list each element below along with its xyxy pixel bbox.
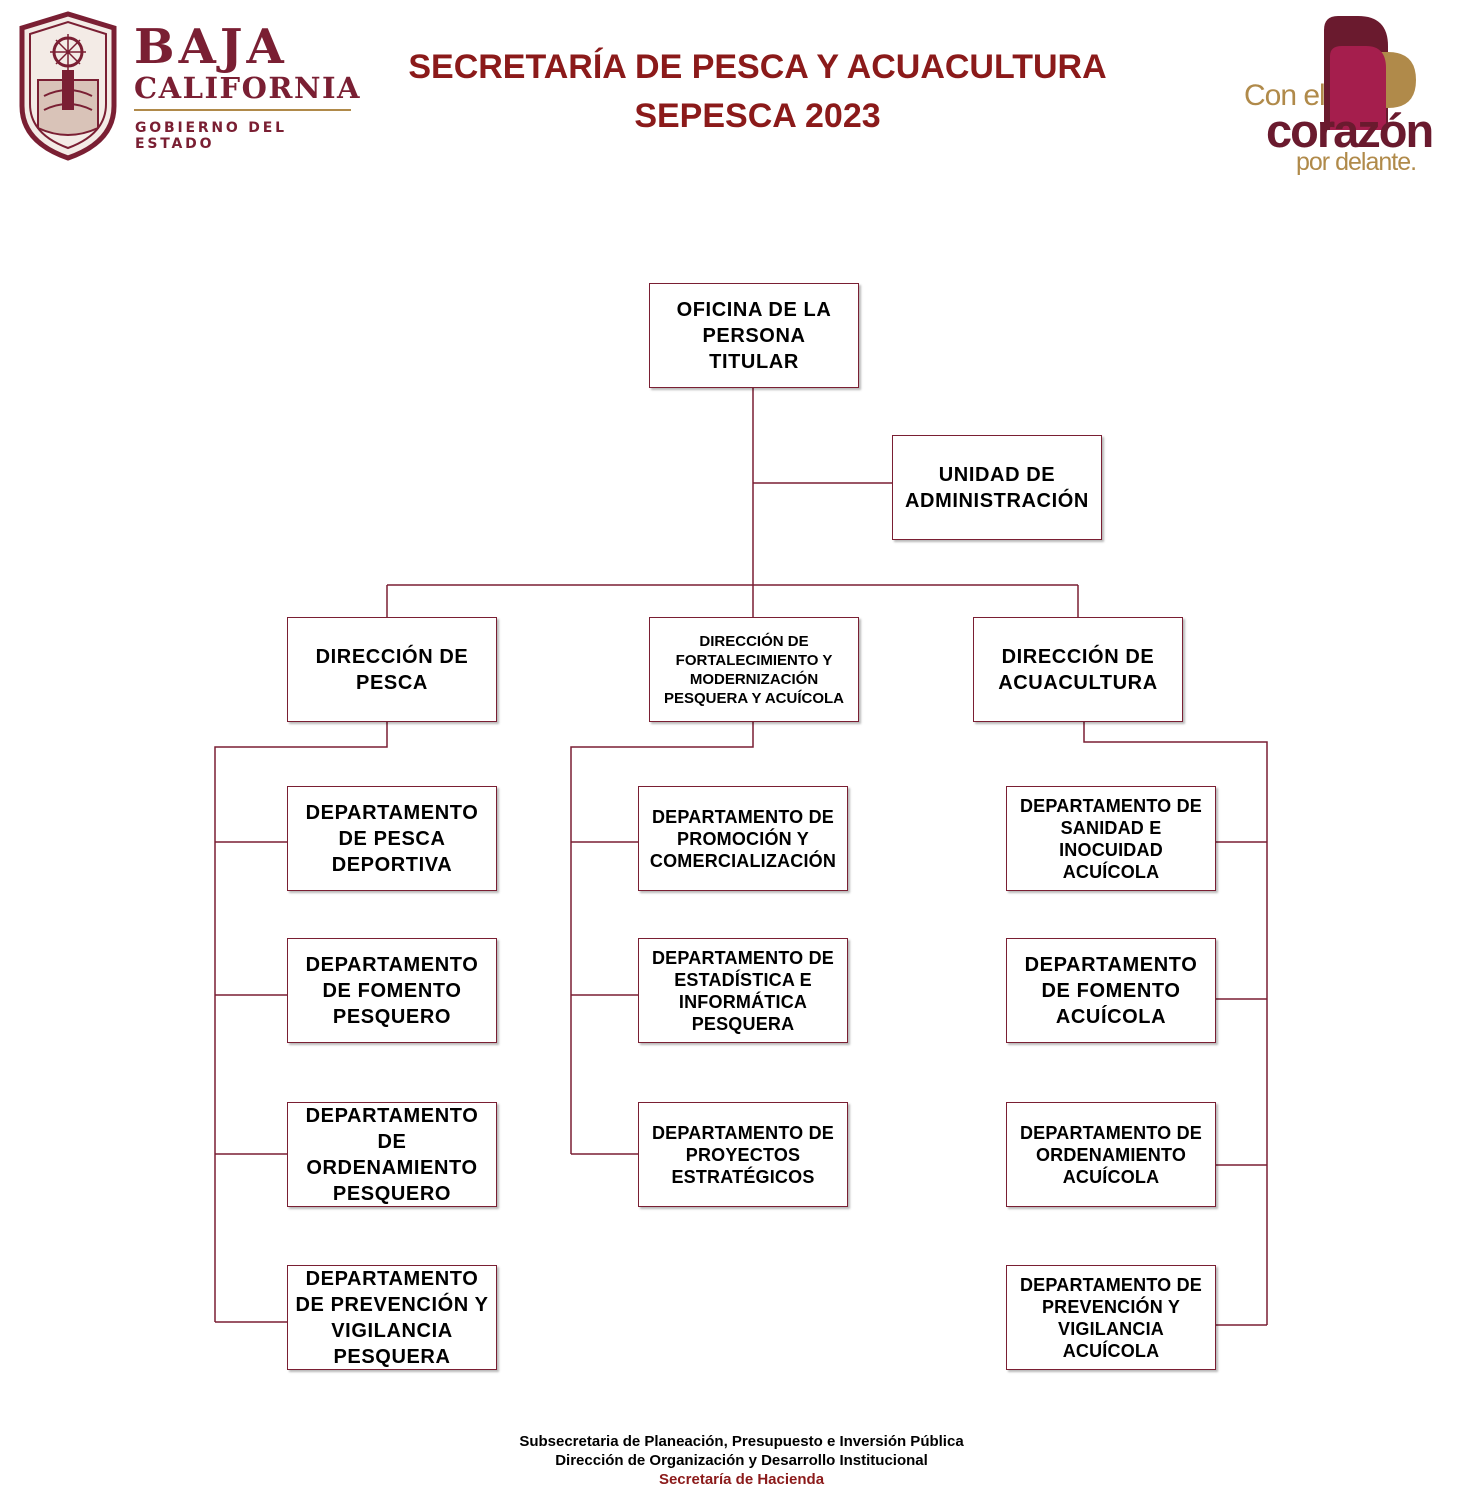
pesca-group-line — [214, 722, 388, 1322]
box-depto-fomento-acuicola-label: DEPARTAMENTO DE FOMENTO ACUÍCOLA — [1024, 953, 1198, 1028]
box-direccion-pesca: DIRECCIÓN DE PESCA — [287, 617, 497, 722]
box-depto-sanidad-inocuidad-label: DEPARTAMENTO DE SANIDAD E INOCUIDAD ACUÍ… — [1019, 795, 1202, 882]
box-unidad-administracion-label: UNIDAD DE ADMINISTRACIÓN — [905, 463, 1089, 512]
box-depto-estadistica-informatica-label: DEPARTAMENTO DE ESTADÍSTICA E INFORMÁTIC… — [651, 947, 834, 1034]
box-depto-ordenamiento-pesquero: DEPARTAMENTO DE ORDENAMIENTO PESQUERO — [287, 1102, 497, 1207]
footer-direccion: Dirección de Organización y Desarrollo I… — [555, 1452, 928, 1469]
box-depto-pesca-deportiva-label: DEPARTAMENTO DE PESCA DEPORTIVA — [305, 801, 479, 876]
con-el-corazon-logo: Con el corazón por delante. — [1238, 12, 1478, 184]
footer-subsecretaria: Subsecretaria de Planeación, Presupuesto… — [519, 1433, 964, 1450]
box-depto-estadistica-informatica: DEPARTAMENTO DE ESTADÍSTICA E INFORMÁTIC… — [638, 938, 848, 1043]
logo-california: CALIFORNIA — [134, 71, 362, 105]
box-depto-promocion-comercializacion-label: DEPARTAMENTO DE PROMOCIÓN Y COMERCIALIZA… — [649, 806, 837, 871]
footer-secretaria: Secretaría de Hacienda — [658, 1471, 825, 1488]
acuacultura-group-line — [1083, 722, 1268, 1325]
box-direccion-acuacultura: DIRECCIÓN DE ACUACULTURA — [973, 617, 1183, 722]
box-titular-label: OFICINA DE LA PERSONA TITULAR — [676, 298, 832, 373]
box-direccion-acuacultura-label: DIRECCIÓN DE ACUACULTURA — [998, 645, 1158, 694]
box-titular: OFICINA DE LA PERSONA TITULAR — [649, 283, 859, 388]
page-subtitle: SEPESCA 2023 — [634, 97, 881, 135]
box-depto-ordenamiento-acuicola: DEPARTAMENTO DE ORDENAMIENTO ACUÍCOLA — [1006, 1102, 1216, 1207]
box-depto-sanidad-inocuidad: DEPARTAMENTO DE SANIDAD E INOCUIDAD ACUÍ… — [1006, 786, 1216, 891]
state-coat-of-arms-icon — [19, 11, 117, 161]
logo-baja: BAJA — [134, 19, 288, 75]
box-direccion-fortalecimiento: DIRECCIÓN DE FORTALECIMIENTO Y MODERNIZA… — [649, 617, 859, 722]
box-depto-prevencion-vigilancia-pesquera: DEPARTAMENTO DE PREVENCIÓN Y VIGILANCIA … — [287, 1265, 497, 1370]
logo-gobierno: GOBIERNO DEL ESTADO — [135, 120, 287, 152]
box-direccion-pesca-label: DIRECCIÓN DE PESCA — [315, 645, 469, 694]
box-unidad-administracion: UNIDAD DE ADMINISTRACIÓN — [892, 435, 1102, 540]
logo-con-el: Con el — [1244, 79, 1326, 112]
box-depto-prevencion-vigilancia-pesquera-label: DEPARTAMENTO DE PREVENCIÓN Y VIGILANCIA … — [295, 1267, 489, 1368]
box-depto-fomento-acuicola: DEPARTAMENTO DE FOMENTO ACUÍCOLA — [1006, 938, 1216, 1043]
box-depto-proyectos-estrategicos: DEPARTAMENTO DE PROYECTOS ESTRATÉGICOS — [638, 1102, 848, 1207]
box-depto-prevencion-vigilancia-acuicola-label: DEPARTAMENTO DE PREVENCIÓN Y VIGILANCIA … — [1019, 1274, 1202, 1361]
box-depto-proyectos-estrategicos-label: DEPARTAMENTO DE PROYECTOS ESTRATÉGICOS — [651, 1122, 834, 1187]
logo-divider — [134, 109, 351, 111]
heart-shapes-icon — [1324, 16, 1416, 130]
box-depto-pesca-deportiva: DEPARTAMENTO DE PESCA DEPORTIVA — [287, 786, 497, 891]
box-depto-prevencion-vigilancia-acuicola: DEPARTAMENTO DE PREVENCIÓN Y VIGILANCIA … — [1006, 1265, 1216, 1370]
baja-california-logo: BAJA CALIFORNIA GOBIERNO DEL ESTADO — [14, 10, 362, 162]
box-depto-promocion-comercializacion: DEPARTAMENTO DE PROMOCIÓN Y COMERCIALIZA… — [638, 786, 848, 891]
page-title: SECRETARÍA DE PESCA Y ACUACULTURA — [408, 48, 1107, 86]
logo-corazon: corazón — [1266, 104, 1434, 157]
box-depto-fomento-pesquero-label: DEPARTAMENTO DE FOMENTO PESQUERO — [305, 953, 479, 1028]
box-direccion-fortalecimiento-label: DIRECCIÓN DE FORTALECIMIENTO Y MODERNIZA… — [663, 632, 845, 707]
fortalecimiento-group-line — [570, 722, 754, 1154]
box-depto-ordenamiento-acuicola-label: DEPARTAMENTO DE ORDENAMIENTO ACUÍCOLA — [1019, 1122, 1202, 1187]
box-depto-ordenamiento-pesquero-label: DEPARTAMENTO DE ORDENAMIENTO PESQUERO — [305, 1104, 479, 1205]
logo-por-delante: por delante. — [1296, 148, 1417, 176]
box-depto-fomento-pesquero: DEPARTAMENTO DE FOMENTO PESQUERO — [287, 938, 497, 1043]
